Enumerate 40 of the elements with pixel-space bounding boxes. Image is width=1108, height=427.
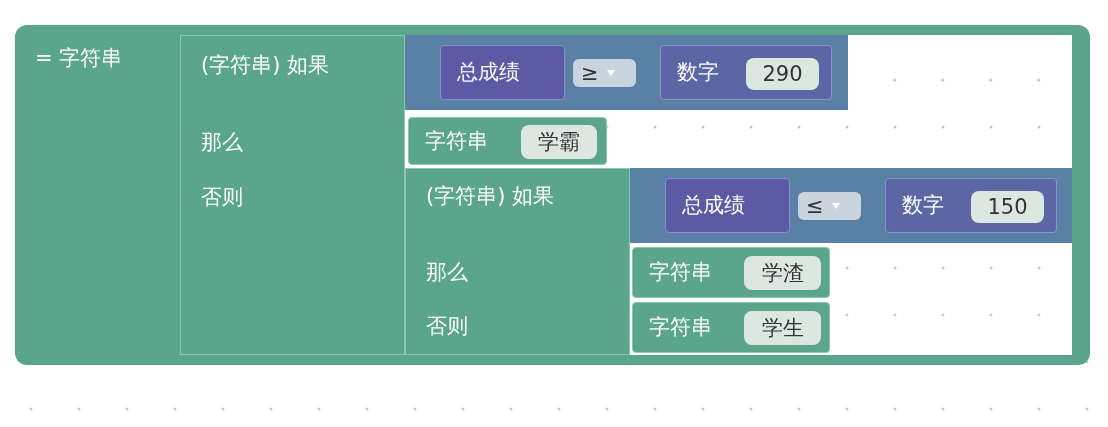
field-value: 学霸 <box>538 131 580 153</box>
variable-block <box>665 178 790 233</box>
value-field <box>744 311 821 345</box>
block-label: 数字 <box>677 62 719 83</box>
text-block <box>632 247 830 298</box>
operator-dropdown <box>798 192 861 220</box>
operator-symbol: ≥ <box>581 62 599 84</box>
value-field <box>746 58 819 90</box>
value-field <box>744 256 821 290</box>
block-label: 否则 <box>426 313 468 340</box>
block-label: 总成绩 <box>682 195 745 216</box>
block-label: 那么 <box>201 129 243 156</box>
block-label: 字符串 <box>425 130 488 152</box>
field-value: 290 <box>762 63 803 85</box>
field-value: 学生 <box>761 317 804 339</box>
text-join-block <box>15 25 1090 365</box>
text-block <box>632 302 830 353</box>
block-label: 否则 <box>201 184 243 211</box>
value-field <box>971 191 1044 223</box>
block-label: 字符串 <box>649 317 712 338</box>
compare-block <box>405 35 848 110</box>
number-block <box>660 45 832 100</box>
value-field <box>521 125 597 159</box>
block-label: 总成绩 <box>457 62 520 83</box>
field-value: 150 <box>987 196 1028 218</box>
if-else-block <box>180 35 405 355</box>
operator-symbol: ≤ <box>806 195 824 217</box>
text-block <box>408 117 607 165</box>
block-label: (字符串) 如果 <box>426 183 555 210</box>
if-else-block <box>405 168 630 355</box>
number-block <box>885 178 1057 233</box>
block-label: 字符串 <box>649 262 712 283</box>
block-label: 数字 <box>902 195 944 216</box>
block-label: = 字符串 <box>35 45 123 72</box>
block-label: 那么 <box>426 259 468 286</box>
field-value: 学渣 <box>761 262 804 284</box>
block-label: (字符串) 如果 <box>201 52 330 79</box>
operator-dropdown <box>573 59 636 87</box>
variable-block <box>440 45 565 100</box>
compare-block <box>630 168 1072 243</box>
